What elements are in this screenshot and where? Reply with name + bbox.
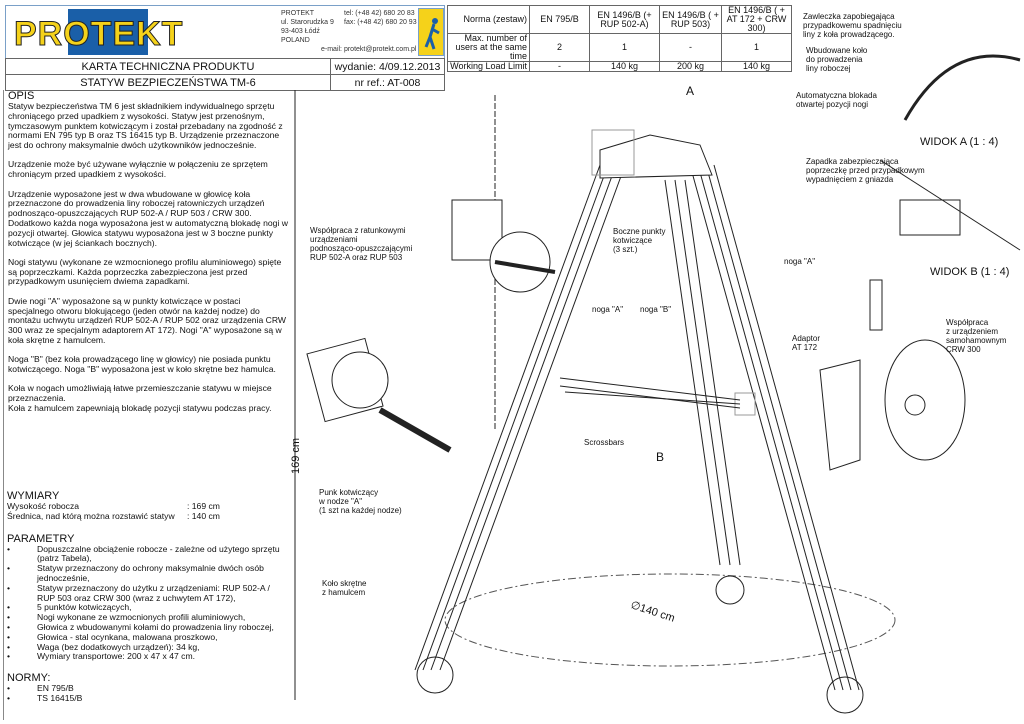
label-b: B: [656, 450, 665, 464]
label-leg-b: noga "B": [640, 305, 672, 314]
label-rup-cooperation: Współpraca z ratunkowymi urządzeniami po…: [310, 226, 413, 262]
rup-winch-top: [451, 199, 556, 293]
view-a-title: WIDOK A (1 : 4): [920, 136, 999, 148]
list-item: Głowica - stal ocynkana, malowana proszk…: [7, 632, 287, 643]
wheels: [416, 575, 864, 714]
view-b-detail: [899, 199, 961, 236]
specs-section: WYMIARY Wysokość robocza : 169 cm Średnic…: [7, 490, 287, 704]
company-address: PROTEKT ul. Starorudzka 9 93-403 Łódź PO…: [281, 9, 334, 45]
norms-list: EN 795/B TS 16415/B: [7, 683, 287, 704]
spec-row: Wysokość robocza : 169 cm: [7, 501, 287, 512]
leg-a-right: [689, 164, 860, 691]
list-item: Nogi wykonane ze wzmocnionych profili al…: [7, 612, 287, 623]
table-header: Norma (zestaw): [447, 5, 530, 34]
list-item: Głowica z wbudowanymi kołami do prowadze…: [7, 622, 287, 633]
cell: -: [659, 33, 722, 62]
label-latch: Zapadka zabezpieczająca poprzeczkę przed…: [806, 157, 925, 184]
section-heading-opis: OPIS: [8, 90, 35, 102]
label-crossbars: Scrossbars: [584, 438, 625, 447]
parameter-list: Dopuszczalne obciążenie robocze - zależn…: [7, 544, 287, 663]
spec-label: Średnica, nad którą można rozstawić stat…: [7, 510, 175, 521]
company-name: PROTEKT: [281, 10, 315, 17]
leg-b: [664, 179, 741, 566]
adaptor-at172: [819, 359, 861, 471]
load-table: Norma (zestaw) EN 795/B EN 1496/B (+ RUP…: [447, 5, 792, 72]
label-crw-cooperation: Współpraca z urządzeniem samohamownym CR…: [946, 318, 1007, 354]
spec-row: Średnica, nad którą można rozstawić stat…: [7, 510, 287, 522]
section-heading-parametry: PARAMETRY: [7, 532, 75, 545]
fax: fax: (+48 42) 680 20 93: [344, 19, 417, 26]
tel: tel: (+48 42) 680 20 83: [344, 10, 415, 17]
paragraph: Urządzenie może być używane wyłącznie w …: [8, 159, 268, 180]
label-adaptor: Adaptor AT 172: [792, 334, 821, 352]
view-b-title: WIDOK B (1 : 4): [930, 266, 1010, 278]
ref-number: nr ref.: AT-008: [330, 74, 445, 91]
protekt-logo: PROTEKT: [8, 9, 183, 55]
paragraph: Dwie nogi "A" wyposażone są w punkty kot…: [8, 295, 287, 345]
section-heading-normy: NORMY:: [7, 672, 51, 685]
street: ul. Starorudzka 9: [281, 19, 334, 26]
paragraph: Noga "B" (bez koła prowadzącego linę w g…: [8, 354, 276, 375]
view-a-detail: [903, 54, 1021, 121]
table-header: EN 1496/B ( + AT 172 + CRW 300): [721, 5, 792, 34]
footprint-ellipse: [444, 573, 896, 667]
label-side-points: Boczne punkty kotwiczące (3 szt.): [613, 227, 666, 254]
paragraph: Urządzenie wyposażone jest w dwa wbudowa…: [8, 188, 288, 248]
paragraph: Koła w nogach umożliwiają łatwe przemies…: [8, 383, 272, 413]
spec-value: : 169 cm: [187, 501, 220, 511]
crossbars: [559, 377, 741, 409]
label-leg-lock: Automatyczna blokada otwartej pozycji no…: [796, 91, 877, 109]
spec-label: Wysokość robocza: [7, 501, 80, 511]
list-item: TS 16415/B: [7, 693, 287, 704]
height-dimension: 169 cm: [290, 437, 303, 475]
city: 93-403 Łódź: [281, 28, 320, 35]
list-item: Wymiary transportowe: 200 x 47 x 47 cm.: [7, 652, 287, 662]
tripod-head: [599, 134, 713, 179]
label-anchor-point: Punk kotwiczący w nodze "A" (1 szt na ka…: [319, 488, 402, 515]
cell: 140 kg: [721, 61, 792, 72]
list-item: Waga (bez dodatkowych urządzeń): 34 kg,: [7, 642, 287, 653]
crw300-device: [869, 279, 966, 461]
label-leg-a-right: noga "A": [784, 257, 816, 266]
description-column: OPIS Statyw bezpieczeństwa TM 6 jest skł…: [3, 90, 443, 720]
email: e-mail: protekt@protekt.com.pl: [321, 46, 417, 53]
paragraph: Statyw bezpieczeństwa TM 6 jest składnik…: [8, 101, 283, 151]
label-leg-a: noga "A": [592, 305, 624, 314]
leg-a-left: [414, 164, 625, 671]
header-box: PROTEKT PROTEKT ul. Starorudzka 9 93-403…: [5, 5, 445, 59]
list-item: 5 punktów kotwiczących,: [7, 603, 287, 613]
label-pulley: Wbudowane koło do prowadzenia liny roboc…: [806, 46, 868, 73]
paragraph: Nogi statywu (wykonane ze wzmocnionego p…: [8, 256, 282, 287]
list-item: Statyw przeznaczony do użytku z urządzen…: [7, 583, 287, 604]
spec-value: : 140 cm: [187, 510, 220, 521]
section-heading-wymiary: WYMIARY: [7, 490, 60, 502]
list-item: Statyw przeznaczony do ochrony maksymaln…: [7, 563, 287, 584]
country: POLAND: [281, 37, 310, 44]
label-a: A: [686, 84, 695, 98]
list-item: EN 795/B: [7, 683, 287, 694]
table-header: EN 795/B: [529, 5, 590, 34]
label-pin: Zawleczka zapobiegająca przypadkowemu sp…: [803, 12, 902, 39]
rup-winch-bottom: [306, 337, 452, 453]
cell: 1: [721, 33, 792, 62]
view-a-frame: [591, 129, 635, 176]
label-wheel: Koło skrętne z hamulcem: [322, 579, 367, 597]
climber-icon: [418, 8, 444, 56]
list-item: Dopuszczalne obciążenie robocze - zależn…: [7, 544, 287, 565]
